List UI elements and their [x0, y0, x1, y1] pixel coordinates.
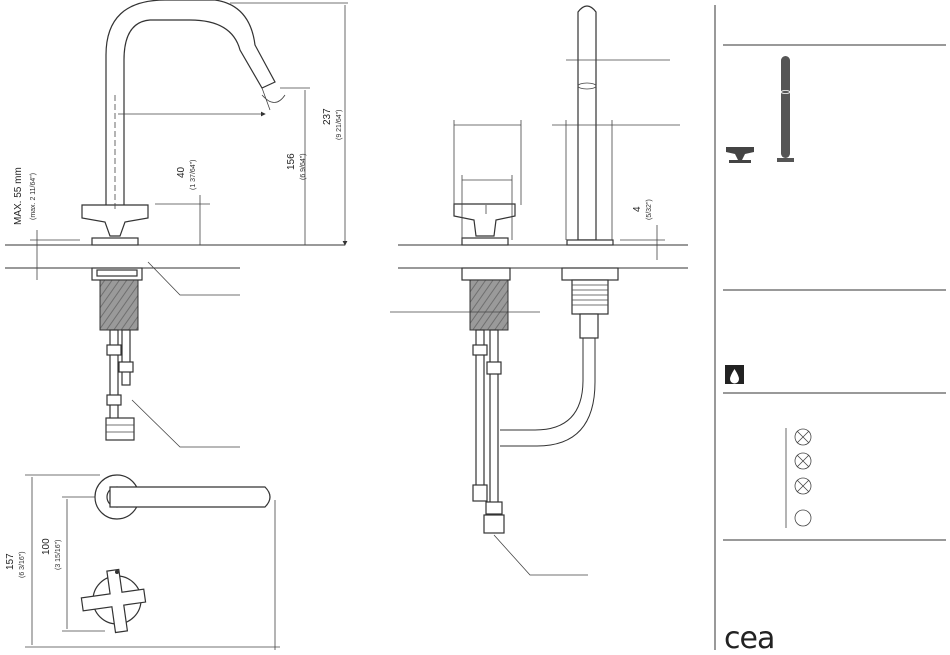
dim-156-inches: (6 9/64")	[300, 153, 307, 180]
dim-max-deck-inches: (max. 2 11/64")	[30, 173, 37, 220]
crossed-circle-icon	[795, 429, 811, 445]
water-drop-icon	[725, 365, 744, 384]
front-view-middle	[390, 6, 688, 575]
dim-max-deck: MAX. 55 mm	[13, 167, 24, 225]
dim-237: 237	[322, 108, 333, 125]
dim-40-inches: (1 37/64")	[190, 159, 197, 190]
dim-4: 4	[632, 206, 643, 212]
brand-logo: cea	[724, 621, 774, 655]
crossed-circle-icon	[795, 478, 811, 494]
info-panel	[715, 5, 946, 650]
side-view-left	[5, 0, 348, 447]
dim-156: 156	[286, 153, 297, 170]
cross-handle-icon	[726, 147, 754, 163]
dim-40: 40	[176, 166, 187, 178]
dim-237-inches: (9 21/64")	[336, 109, 343, 140]
circle-icon	[795, 510, 811, 526]
dim-100-inches: (3 15/16")	[55, 539, 62, 570]
dim-157-inches: (6 3/16")	[19, 551, 26, 578]
dim-4-inches: (5/32")	[646, 199, 653, 220]
spout-icon	[777, 56, 794, 162]
plan-view	[25, 475, 280, 650]
dim-157: 157	[5, 553, 16, 570]
dim-100: 100	[41, 538, 52, 555]
crossed-circle-icon	[795, 453, 811, 469]
